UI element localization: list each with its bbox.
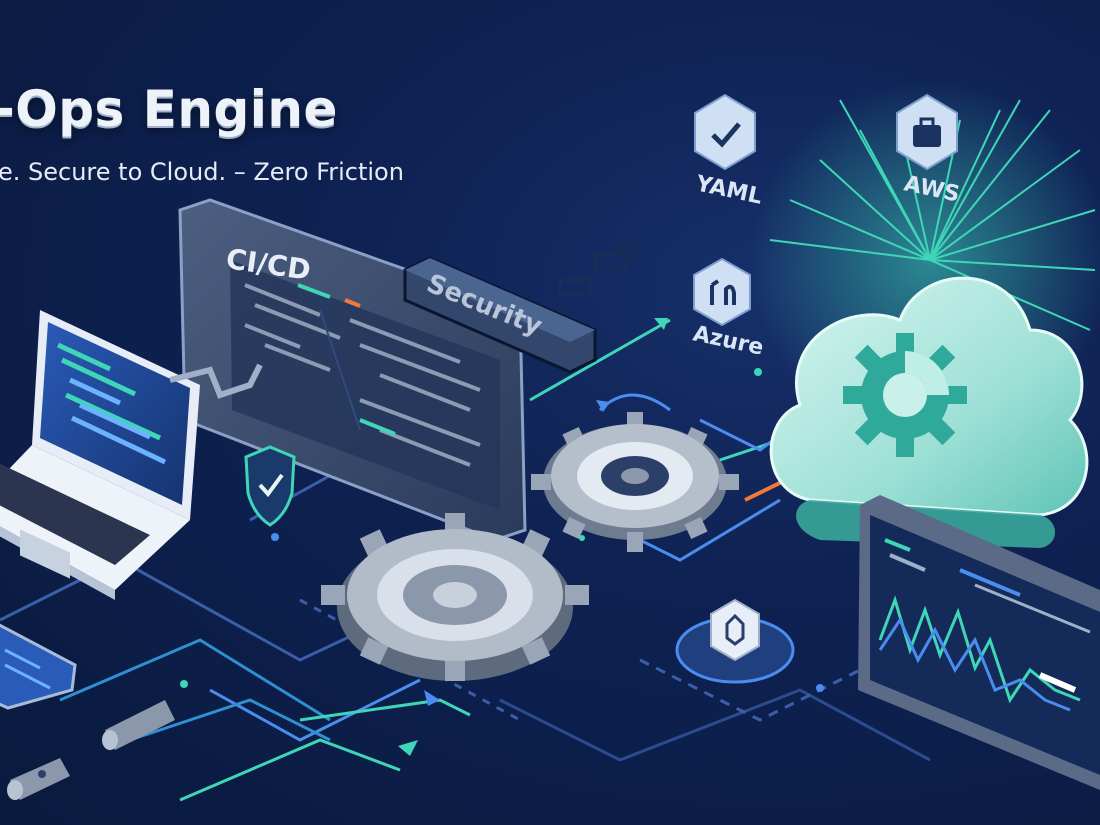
monitor-chart-icon — [858, 495, 1100, 790]
gear-icon — [321, 513, 589, 681]
briefcase-icon — [913, 117, 941, 147]
aws-badge — [896, 93, 958, 171]
cloud-gear-icon — [843, 333, 967, 457]
checkmark-icon — [711, 122, 741, 148]
azure-badge — [693, 257, 751, 327]
laptop-icon — [0, 310, 200, 600]
cylinder-icon — [7, 700, 175, 800]
azure-label: Azure — [691, 321, 766, 360]
circuit-nodes — [180, 368, 824, 692]
yaml-label: YAML — [693, 171, 764, 210]
yaml-badge — [694, 93, 756, 171]
hero-subtitle: e. Secure to Cloud. – Zero Friction — [0, 158, 404, 186]
hero-title: -Ops Engine — [0, 80, 338, 138]
security-strip — [403, 256, 597, 374]
cable-icon — [710, 279, 736, 305]
lock-icon — [675, 598, 795, 684]
circuit-lines — [0, 318, 931, 802]
gear-icon — [531, 412, 739, 552]
plugs-icon — [558, 240, 640, 296]
shield-check-icon — [244, 445, 296, 527]
phone-icon — [0, 623, 77, 710]
connector-cable — [169, 363, 263, 399]
